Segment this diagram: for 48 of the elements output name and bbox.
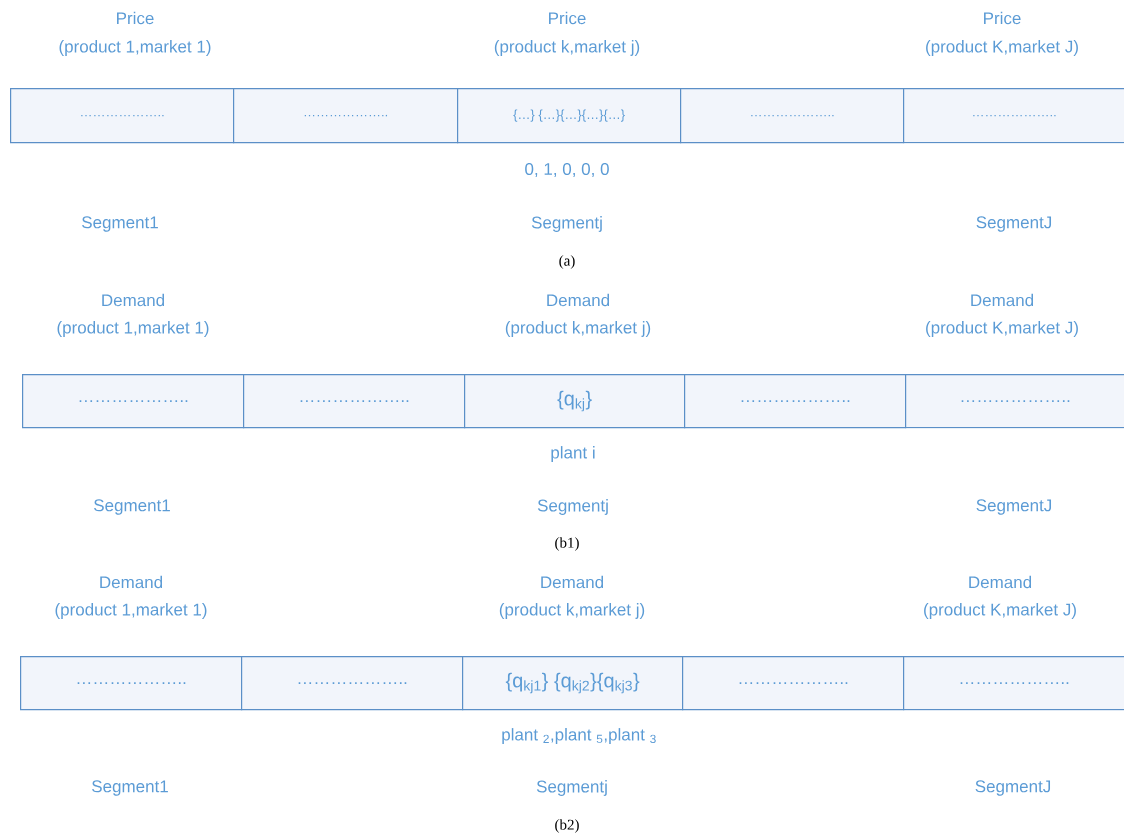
table-cell: ……………….. bbox=[22, 374, 245, 429]
caption-text: (a) bbox=[559, 255, 575, 269]
table-cell: {…} {…}{…}{…}{…} bbox=[457, 88, 682, 144]
table-cell: ……………….. bbox=[905, 374, 1124, 429]
table-cell: ……………….. bbox=[241, 656, 464, 711]
heading-text: Demand bbox=[969, 575, 1032, 589]
segment-label: SegmentJ bbox=[975, 780, 1050, 796]
segment-label: Segment1 bbox=[94, 499, 170, 515]
heading-text: Demand bbox=[971, 293, 1034, 307]
annotation-text: plant i bbox=[551, 446, 595, 462]
heading-text: (product K,market J) bbox=[926, 321, 1078, 337]
segment-label: Segmentj bbox=[536, 780, 607, 796]
segment-label: SegmentJ bbox=[976, 216, 1051, 232]
table-cell: {q$_{kj1}$} {q$_{kj2}$}{q$_{kj3}$} bbox=[462, 656, 684, 711]
segment-label: Segmentj bbox=[537, 499, 608, 515]
segment-label: Segment1 bbox=[82, 216, 158, 232]
table-cell: ……………….. bbox=[10, 88, 235, 144]
table-cell: ……………….. bbox=[243, 374, 466, 429]
caption-text: (b1) bbox=[555, 537, 579, 551]
table-cell: ……………….. bbox=[903, 656, 1124, 711]
table-cell: ……………….. bbox=[680, 88, 905, 144]
heading-text: (product k,market j) bbox=[505, 321, 651, 337]
annotation-text: 0, 1, 0, 0, 0 bbox=[525, 163, 609, 178]
table-cell: ……………….. bbox=[20, 656, 243, 711]
heading-text: Demand bbox=[100, 575, 163, 589]
heading-text: (product 1,market 1) bbox=[59, 40, 211, 56]
heading-text: Demand bbox=[541, 575, 604, 589]
heading-text: Price bbox=[549, 11, 586, 25]
heading-text: (product 1,market 1) bbox=[57, 321, 209, 337]
table-cell: ……………….. bbox=[684, 374, 907, 429]
heading-text: (product k,market j) bbox=[499, 603, 645, 619]
heading-text: Demand bbox=[547, 293, 610, 307]
heading-text: (product k,market j) bbox=[494, 40, 640, 56]
table-cell: ……………….. bbox=[682, 656, 905, 711]
table-cell: {q$_{kj}$} bbox=[464, 374, 686, 429]
caption-text: (b2) bbox=[555, 819, 579, 833]
table-cell: ……………….. bbox=[233, 88, 459, 144]
heading-text: Price bbox=[984, 11, 1021, 25]
heading-text: Demand bbox=[102, 293, 165, 307]
segment-label: SegmentJ bbox=[976, 499, 1051, 515]
heading-text: Price bbox=[117, 11, 154, 25]
annotation-text: plant $_{2}$,plant $_{5}$,plant $_{3}$ bbox=[502, 728, 656, 744]
heading-text: (product K,market J) bbox=[924, 603, 1076, 619]
segment-label: Segment1 bbox=[92, 780, 168, 796]
heading-text: (product 1,market 1) bbox=[55, 603, 207, 619]
heading-text: (product K,market J) bbox=[926, 40, 1078, 56]
table-cell: ……………….. bbox=[903, 88, 1124, 144]
segment-label: Segmentj bbox=[531, 216, 602, 232]
